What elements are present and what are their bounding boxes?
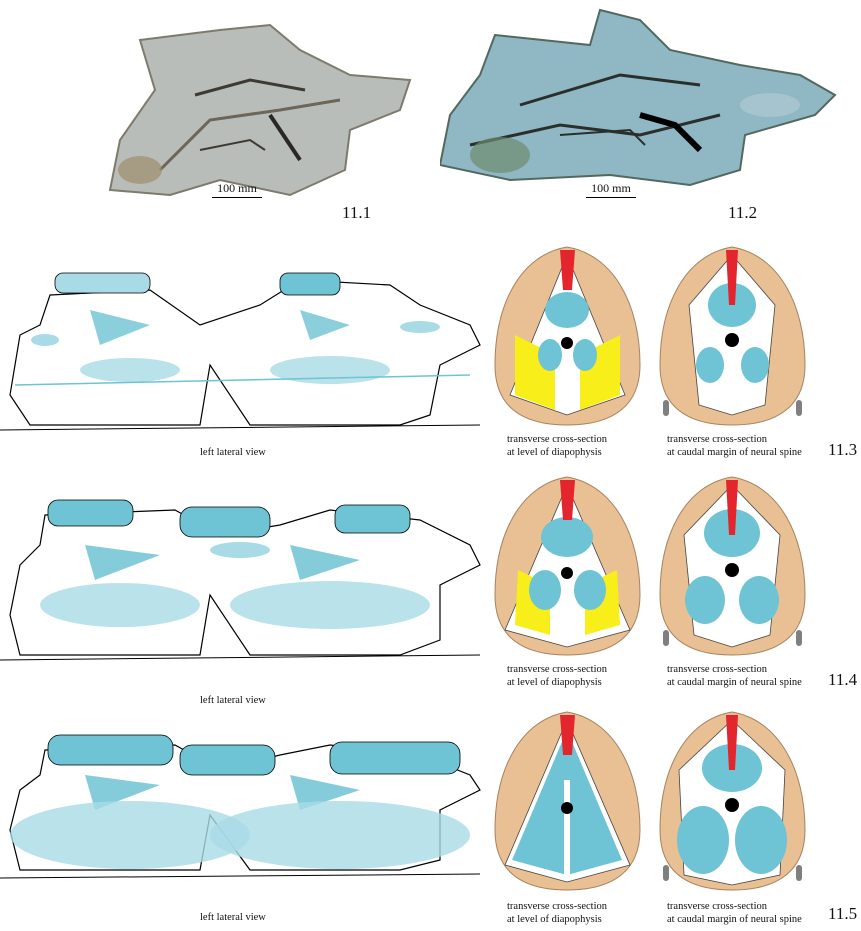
section-caption: transverse cross-section at level of dia… xyxy=(507,663,607,689)
scale-bar-label: 100 mm xyxy=(591,181,631,195)
cross-section-diapophysis-11-4 xyxy=(490,475,645,660)
scale-bar-1: 100 mm xyxy=(212,181,262,198)
section-caption-line: at level of diapophysis xyxy=(507,677,602,688)
lateral-view-11-3 xyxy=(0,265,490,435)
section-caption-line: at level of diapophysis xyxy=(507,447,602,458)
panel-label: 11.3 xyxy=(828,440,858,459)
lateral-view-11-4 xyxy=(0,495,490,665)
section-caption-line: transverse cross-section xyxy=(507,901,608,912)
lateral-caption: left lateral view xyxy=(200,912,266,923)
panel-label: 11.1 xyxy=(342,203,372,222)
cross-section-diagram xyxy=(659,476,806,656)
vertebra-photo-1 xyxy=(108,23,412,197)
vertebra-photo-2 xyxy=(440,8,837,187)
section-caption: transverse cross-section at caudal margi… xyxy=(667,900,802,926)
cross-section-diapophysis-11-5 xyxy=(490,710,645,895)
cross-section-neural-spine-11-3 xyxy=(655,245,810,430)
lateral-caption: left lateral view xyxy=(200,447,266,458)
lateral-caption: left lateral view xyxy=(200,695,266,706)
section-caption: transverse cross-section at level of dia… xyxy=(507,433,607,459)
lateral-diagram xyxy=(0,499,481,661)
lateral-view-11-5 xyxy=(0,730,490,885)
cross-section-diagram xyxy=(659,711,806,891)
cross-section-neural-spine-11-5 xyxy=(655,710,810,895)
photo-panel-11-2 xyxy=(440,5,840,195)
photo-panel-11-1 xyxy=(100,20,420,200)
panel-label: 11.2 xyxy=(728,203,758,222)
scale-bar-line xyxy=(586,197,636,198)
scale-bar-2: 100 mm xyxy=(586,181,636,198)
section-caption-line: transverse cross-section xyxy=(507,664,608,675)
cross-section-diagram xyxy=(494,711,641,891)
lateral-diagram xyxy=(0,272,481,431)
section-caption-line: transverse cross-section xyxy=(667,664,768,675)
section-caption: transverse cross-section at level of dia… xyxy=(507,900,607,926)
section-caption-line: transverse cross-section xyxy=(507,434,608,445)
section-caption-line: at caudal margin of neural spine xyxy=(667,677,802,688)
cross-section-diapophysis-11-3 xyxy=(490,245,645,430)
cross-section-neural-spine-11-4 xyxy=(655,475,810,660)
panel-label: 11.4 xyxy=(828,670,858,689)
scale-bar-label: 100 mm xyxy=(217,181,257,195)
section-caption-line: transverse cross-section xyxy=(667,901,768,912)
section-caption-line: at caudal margin of neural spine xyxy=(667,447,802,458)
section-caption: transverse cross-section at caudal margi… xyxy=(667,433,802,459)
section-caption-line: at level of diapophysis xyxy=(507,914,602,925)
panel-label: 11.5 xyxy=(828,904,858,923)
section-caption-line: at caudal margin of neural spine xyxy=(667,914,802,925)
cross-section-diagram xyxy=(494,246,641,426)
section-caption-line: transverse cross-section xyxy=(667,434,768,445)
lateral-diagram xyxy=(0,734,481,879)
cross-section-diagram xyxy=(659,246,806,426)
cross-section-diagram xyxy=(494,476,641,656)
section-caption: transverse cross-section at caudal margi… xyxy=(667,663,802,689)
scale-bar-line xyxy=(212,197,262,198)
